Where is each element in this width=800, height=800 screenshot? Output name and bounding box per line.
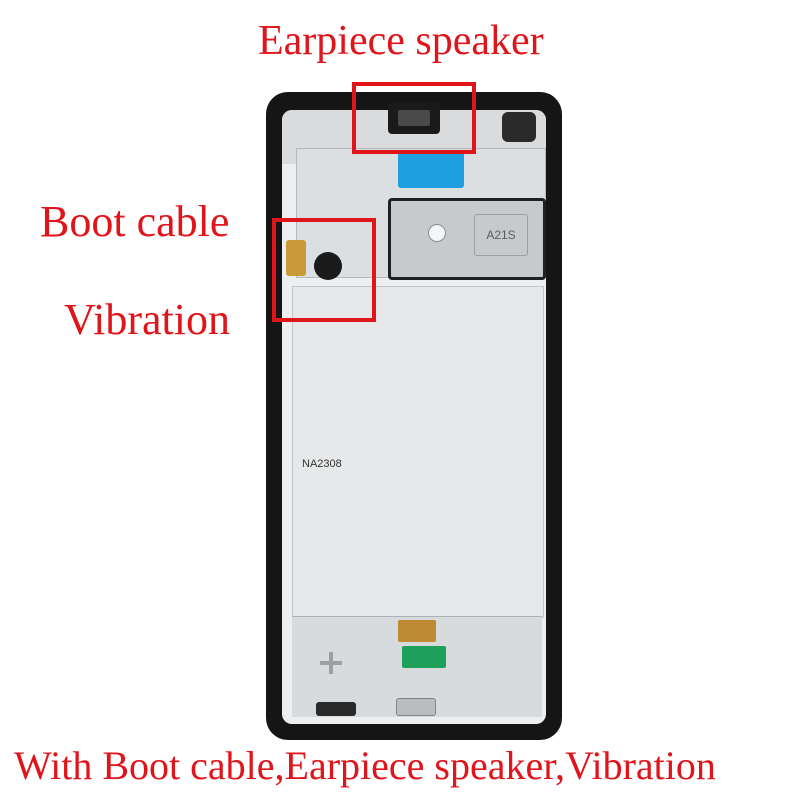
boot-flex-cable bbox=[286, 240, 306, 276]
boot-vibration-highlight-box bbox=[272, 218, 376, 322]
boot-cable-label: Boot cable bbox=[40, 197, 230, 246]
shield-screw-hole bbox=[428, 224, 446, 242]
earpiece-highlight-box bbox=[352, 82, 476, 154]
shield-cover bbox=[388, 198, 546, 280]
plate-mark: NA2308 bbox=[302, 458, 342, 470]
main-plate bbox=[292, 286, 544, 618]
speaker-mesh bbox=[398, 110, 430, 126]
green-board bbox=[402, 646, 446, 668]
vibration-label: Vibration bbox=[64, 295, 230, 344]
plus-mark bbox=[320, 652, 342, 674]
front-camera-hole bbox=[502, 112, 536, 142]
charging-port-area bbox=[396, 698, 436, 716]
caption: With Boot cable,Earpiece speaker,Vibrati… bbox=[14, 743, 716, 788]
flex-connector bbox=[398, 620, 436, 642]
earpiece-speaker-label: Earpiece speaker bbox=[258, 18, 544, 64]
shield-model-mark: A21S bbox=[474, 214, 528, 256]
blue-tape bbox=[398, 152, 464, 188]
bottom-slot bbox=[316, 702, 356, 716]
vibration-motor bbox=[314, 252, 342, 280]
